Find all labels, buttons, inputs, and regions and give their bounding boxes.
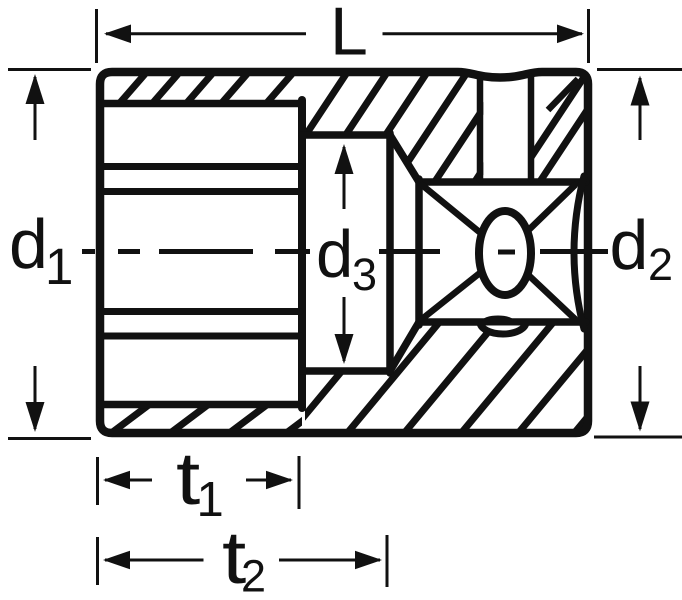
svg-text:L: L	[330, 0, 368, 70]
svg-text:t: t	[222, 517, 246, 599]
svg-text:t: t	[176, 438, 200, 520]
svg-text:d: d	[9, 205, 48, 283]
svg-text:1: 1	[45, 238, 73, 295]
svg-text:d: d	[610, 206, 649, 284]
svg-text:d: d	[316, 217, 353, 292]
svg-text:2: 2	[648, 239, 673, 290]
svg-text:3: 3	[352, 249, 377, 300]
svg-text:1: 1	[197, 473, 224, 527]
svg-text:2: 2	[241, 551, 266, 600]
